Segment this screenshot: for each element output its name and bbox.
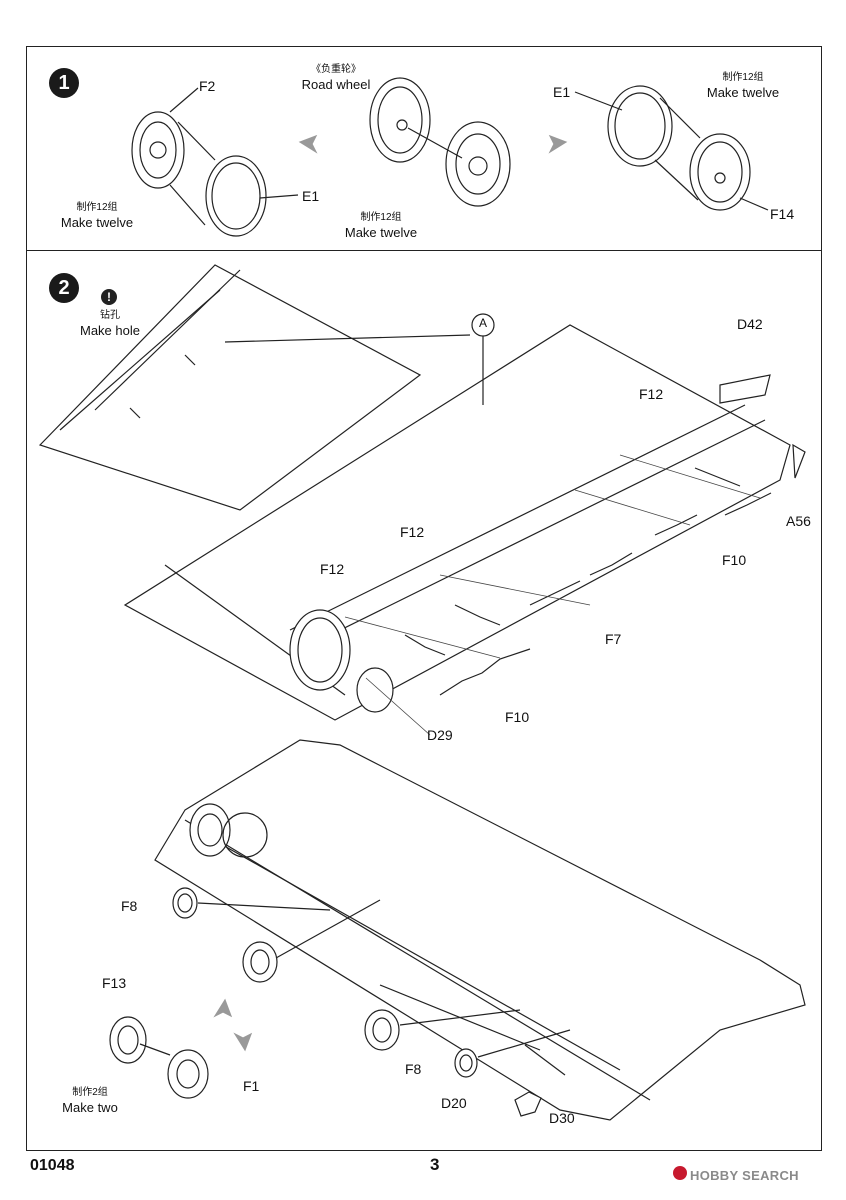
middle-make-cn: 制作12组 (360, 212, 402, 223)
part-f2: F2 (199, 78, 216, 94)
left-make-cn: 制作12组 (76, 202, 118, 213)
part-f8-left: F8 (121, 898, 138, 914)
make-two-label: 制作2组 Make two (50, 1085, 130, 1115)
make-two-cn: 制作2组 (72, 1087, 108, 1098)
right-make-en: Make twelve (706, 85, 780, 100)
part-f12-right: F12 (639, 386, 664, 402)
instruction-frame (26, 46, 822, 1151)
kit-code: 01048 (30, 1157, 75, 1174)
part-d29: D29 (427, 727, 453, 743)
guide-lines (345, 455, 760, 735)
part-d20: D20 (441, 1095, 467, 1111)
part-f12-left: F12 (320, 561, 345, 577)
lower-hull-assembly (155, 740, 805, 1120)
part-f8-right: F8 (405, 1061, 422, 1077)
part-a56: A56 (786, 513, 811, 529)
road-wheel-middle-assembly (370, 78, 510, 206)
road-wheel-title-cn: 《负重轮》 (311, 64, 361, 75)
make-two-en: Make two (62, 1100, 118, 1115)
left-make-en: Make twelve (60, 215, 134, 230)
part-f14: F14 (770, 206, 795, 222)
road-wheel-title-en: Road wheel (301, 77, 371, 92)
left-make-twelve: 制作12组 Make twelve (52, 200, 142, 230)
hobby-search-logo-icon (673, 1166, 687, 1180)
part-d30: D30 (549, 1110, 575, 1126)
main-hull-side (125, 325, 805, 720)
road-wheel-title: 《负重轮》 Road wheel (296, 62, 376, 92)
part-f10-right: F10 (722, 552, 747, 568)
part-f10-left: F10 (505, 709, 530, 725)
callout-a: A (479, 316, 488, 330)
suspension-arms (405, 468, 771, 695)
step-2-badge: 2 (49, 273, 79, 303)
part-d42: D42 (737, 316, 763, 332)
upper-hull-section (40, 265, 470, 510)
road-wheel-right-assembly (575, 86, 768, 210)
part-e1-left: E1 (302, 188, 320, 204)
part-f13: F13 (102, 975, 127, 991)
make-hole-cn: 钻孔 (100, 310, 120, 321)
step-divider (26, 250, 822, 251)
right-make-twelve: 制作12组 Make twelve (698, 70, 788, 100)
right-make-cn: 制作12组 (722, 72, 764, 83)
page-number: 3 (430, 1155, 440, 1174)
part-f1: F1 (243, 1078, 260, 1094)
middle-make-en: Make twelve (344, 225, 418, 240)
part-e1-right: E1 (553, 84, 571, 100)
part-f7: F7 (605, 631, 622, 647)
road-wheel-left-assembly (132, 88, 298, 236)
middle-make-twelve: 制作12组 Make twelve (336, 210, 426, 240)
watermark-text: HOBBY SEARCH (690, 1168, 799, 1183)
part-f12-middle: F12 (400, 524, 425, 540)
step-1-badge: 1 (49, 68, 79, 98)
drill-warning-icon: ! (101, 289, 117, 305)
make-hole-label: 钻孔 Make hole (70, 308, 150, 338)
lower-wheels (110, 888, 570, 1116)
make-hole-en: Make hole (80, 323, 140, 338)
